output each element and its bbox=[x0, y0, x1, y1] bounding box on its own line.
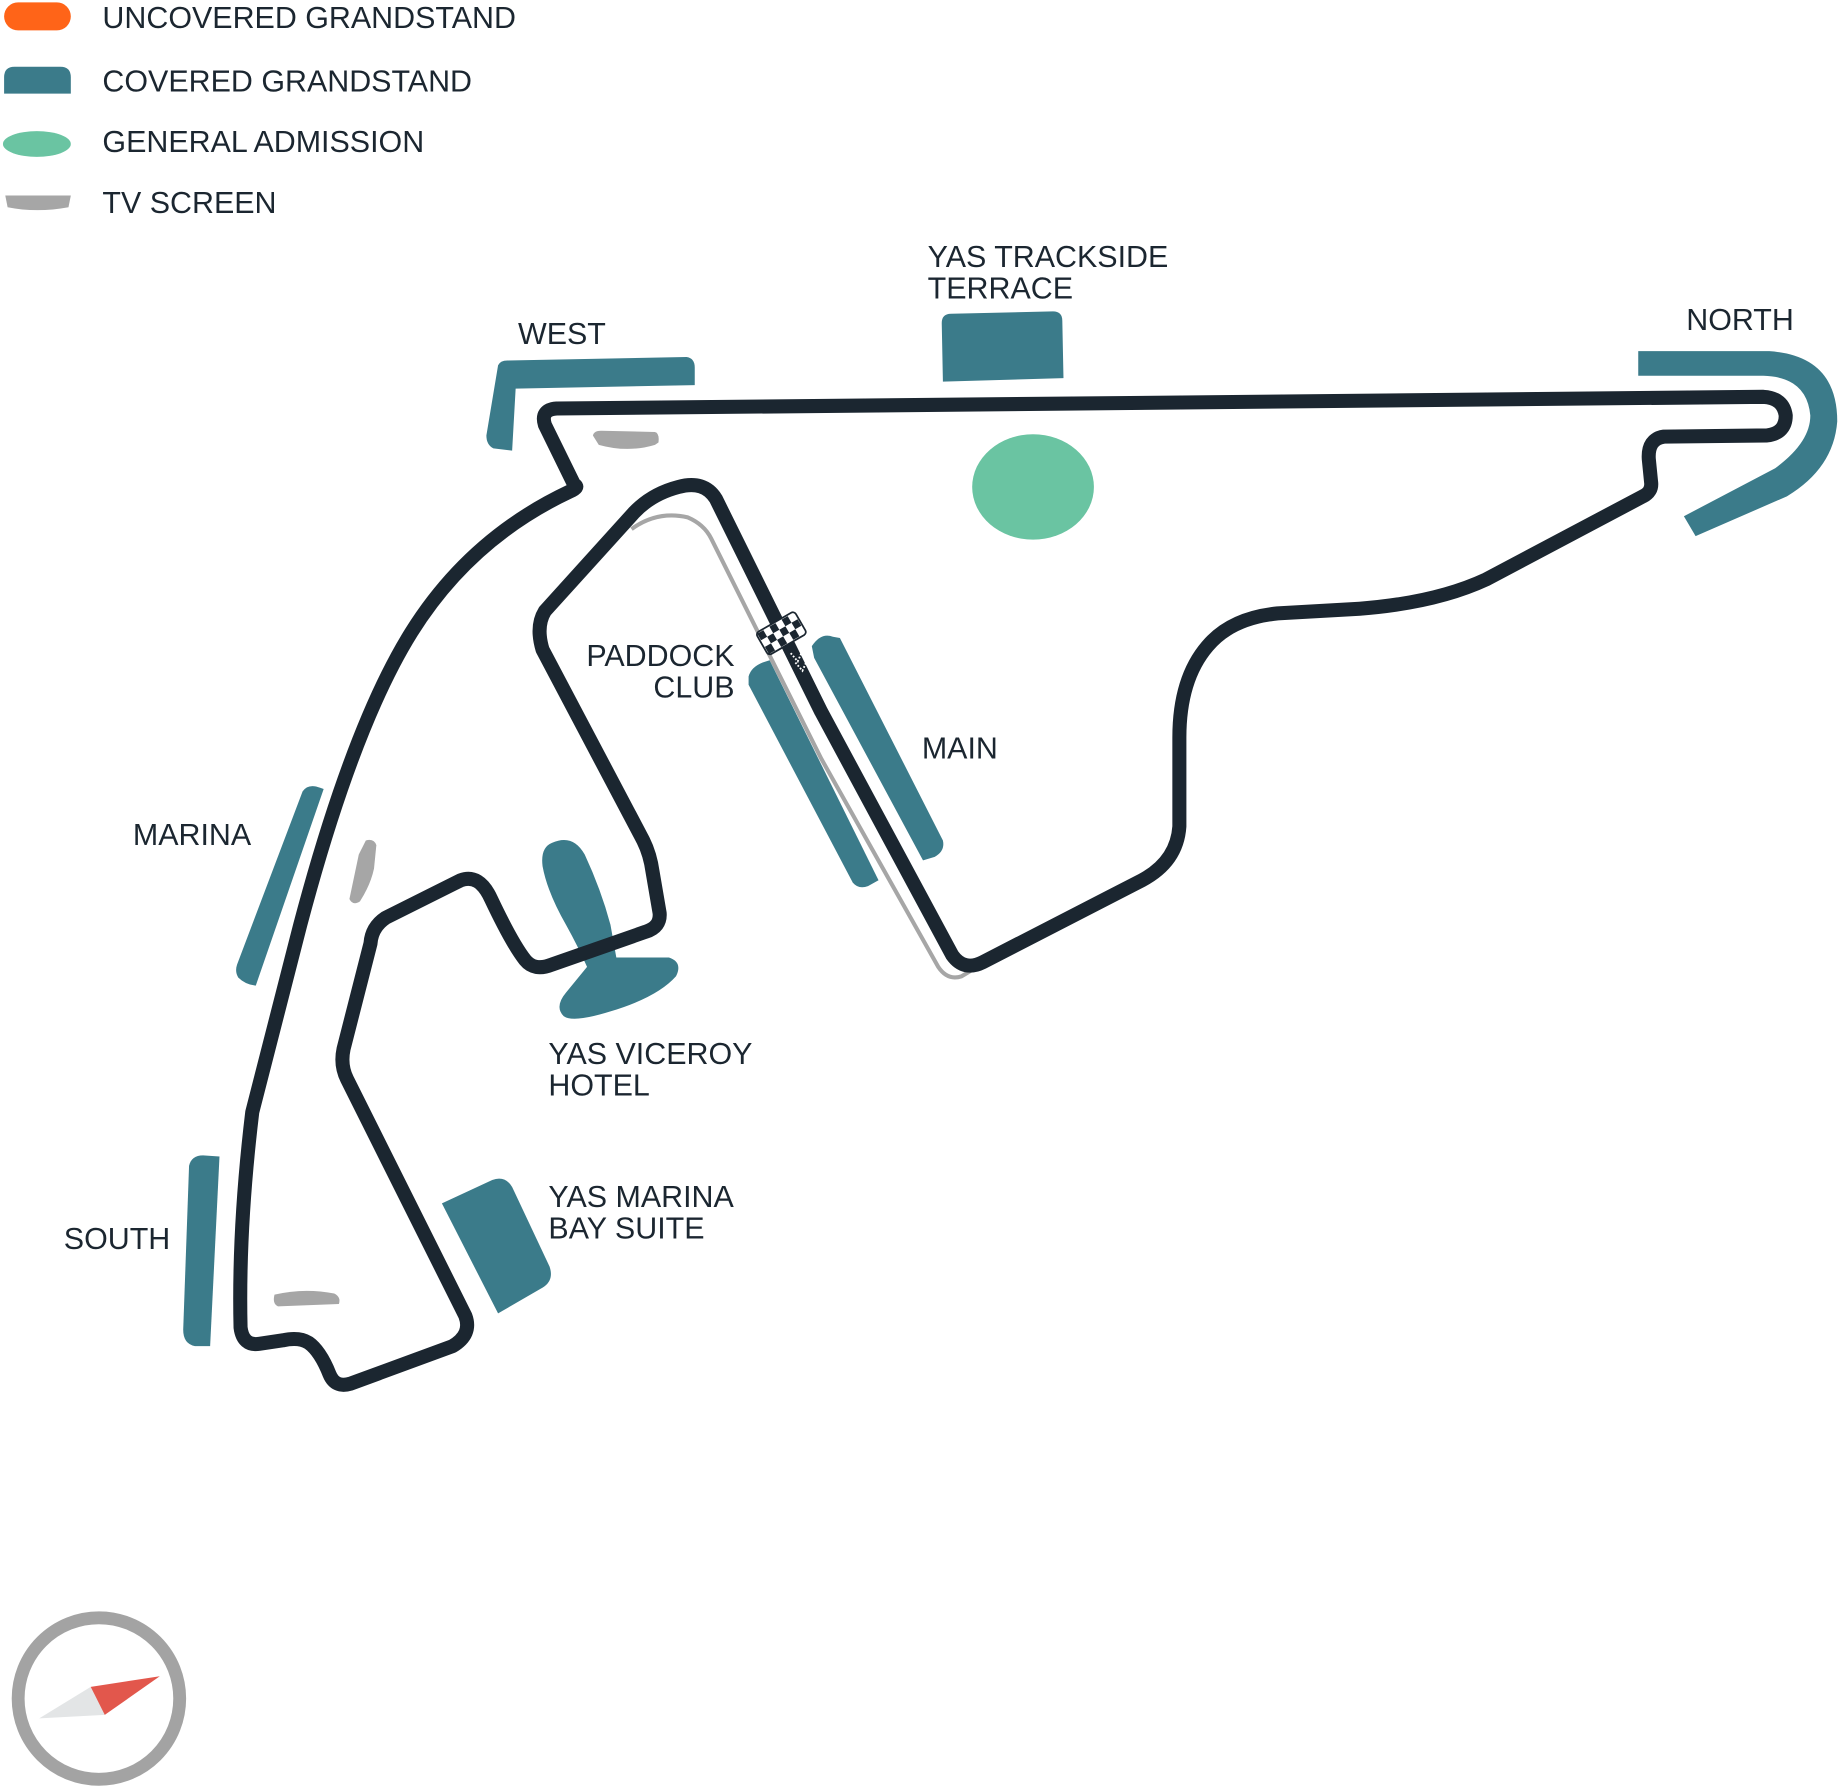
grandstand-main[interactable] bbox=[811, 635, 944, 861]
compass-south-needle bbox=[39, 1686, 105, 1719]
tv-screen-swatch bbox=[5, 195, 71, 211]
legend-label: GENERAL ADMISSION bbox=[102, 125, 424, 159]
grandstand-paddock-club[interactable] bbox=[748, 660, 879, 888]
covered-grandstand-swatch bbox=[4, 66, 71, 94]
circuit-track bbox=[233, 389, 1793, 1392]
label-paddock-line2: CLUB bbox=[653, 671, 734, 705]
label-viceroy-line2: HOTEL bbox=[548, 1069, 649, 1103]
tv-screen-icon bbox=[273, 1290, 340, 1307]
legend-label: TV SCREEN bbox=[102, 186, 276, 220]
compass-north-needle bbox=[90, 1676, 160, 1715]
pit-lane bbox=[630, 513, 975, 980]
label-viceroy-line1: YAS VICEROY bbox=[548, 1037, 752, 1071]
legend: UNCOVERED GRANDSTAND COVERED GRANDSTAND … bbox=[2, 1, 516, 220]
general-admission-swatch bbox=[2, 131, 71, 157]
grandstand-south[interactable] bbox=[183, 1155, 220, 1347]
labels: WEST YAS TRACKSIDE TERRACE NORTH PADDOCK… bbox=[64, 240, 1794, 1256]
direction-chevrons bbox=[790, 650, 808, 673]
tv-screen-icon bbox=[349, 839, 377, 904]
label-trackside-line1: YAS TRACKSIDE bbox=[928, 240, 1169, 274]
compass-icon bbox=[11, 1611, 187, 1786]
tv-screens bbox=[273, 430, 659, 1307]
legend-item-uncovered: UNCOVERED GRANDSTAND bbox=[4, 1, 516, 35]
legend-item-general-admission: GENERAL ADMISSION bbox=[2, 125, 424, 159]
grandstand-yas-marina-bay-suite[interactable] bbox=[441, 1178, 551, 1314]
legend-label: COVERED GRANDSTAND bbox=[102, 64, 472, 98]
label-bay-suite-line1: YAS MARINA bbox=[548, 1180, 734, 1214]
grandstand-yas-viceroy-hotel[interactable] bbox=[542, 839, 679, 1019]
legend-item-covered: COVERED GRANDSTAND bbox=[4, 64, 472, 98]
label-trackside-line2: TERRACE bbox=[928, 272, 1073, 306]
label-bay-suite-line2: BAY SUITE bbox=[548, 1211, 704, 1245]
grandstand-north[interactable] bbox=[1638, 351, 1838, 537]
legend-label: UNCOVERED GRANDSTAND bbox=[102, 1, 516, 35]
grandstand-marina[interactable] bbox=[236, 786, 324, 986]
grandstand-trackside-terrace[interactable] bbox=[941, 311, 1064, 382]
grandstand-west[interactable] bbox=[486, 357, 695, 451]
label-marina: MARINA bbox=[133, 818, 252, 852]
uncovered-grandstand-swatch bbox=[4, 2, 71, 31]
general-admission-area[interactable] bbox=[972, 434, 1094, 540]
label-paddock-line1: PADDOCK bbox=[586, 639, 734, 673]
grandstands bbox=[183, 311, 1838, 1347]
legend-item-tv-screen: TV SCREEN bbox=[5, 186, 277, 220]
start-finish-line bbox=[756, 611, 807, 656]
tv-screen-icon bbox=[592, 430, 659, 449]
label-main: MAIN bbox=[922, 732, 998, 766]
label-north: NORTH bbox=[1686, 303, 1794, 337]
label-west: WEST bbox=[518, 317, 606, 351]
label-south: SOUTH bbox=[64, 1222, 170, 1256]
